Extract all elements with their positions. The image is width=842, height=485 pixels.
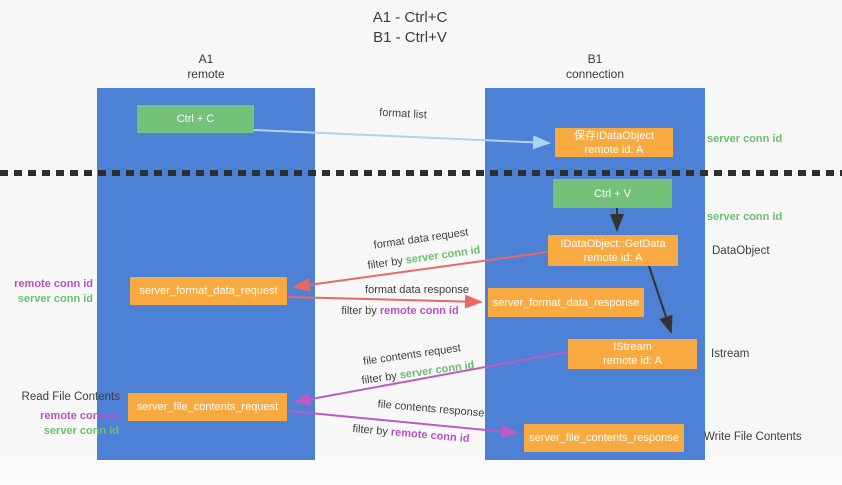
side-label-read-file-contents: Read File Contents <box>21 391 120 403</box>
side-label-dataobject: DataObject <box>712 245 770 257</box>
node-save-idataobject-line1: 保存IDataObject <box>573 129 655 142</box>
label-format-data-response: format data response <box>365 284 469 296</box>
title-line-1: A1 - Ctrl+C <box>372 9 448 26</box>
node-ctrl-c-label: Ctrl + C <box>176 113 215 125</box>
side-label-server-conn-id-b: server conn id <box>43 425 119 437</box>
node-ctrl-v-label: Ctrl + V <box>594 187 631 200</box>
remote-conn-id-text: remote conn id <box>379 305 459 317</box>
side-label-server-conn-id-mid: server conn id <box>707 211 783 223</box>
label-format-list: format list <box>378 106 428 122</box>
lane-a-header: A1 remote <box>97 52 315 82</box>
node-istream-line2: remote id: A <box>603 355 662 367</box>
node-istream: IStream remote id: A <box>568 339 697 369</box>
node-server-file-contents-request: server_file_contents_request <box>128 393 287 421</box>
node-save-idataobject: 保存IDataObject remote id: A <box>555 128 673 157</box>
lane-b-name: B1 <box>587 52 603 66</box>
side-label-server-conn-id-a: server conn id <box>17 293 93 305</box>
format-data-response-arrow <box>287 294 483 309</box>
filter-by-text: filter by <box>341 305 380 317</box>
label-filter-by-remote-conn-id-1: filter by remote conn id <box>341 305 458 317</box>
lane-b-header: B1 connection <box>485 52 705 82</box>
lane-a-role: remote <box>187 67 225 81</box>
machine-divider-dashed-line <box>0 170 842 176</box>
node-istream-line1: IStream <box>613 341 652 353</box>
node-server-format-data-response: server_format_data_response <box>488 288 644 317</box>
node-server-file-contents-response: server_file_contents_response <box>524 424 684 452</box>
diagram-title: A1 - Ctrl+C B1 - Ctrl+V <box>290 8 530 48</box>
format-data-request-arrow <box>292 251 549 292</box>
side-label-conn-ids-format: remote conn id server conn id <box>14 277 93 307</box>
file-contents-request-arrow <box>293 351 568 406</box>
lane-b-role: connection <box>565 67 625 81</box>
node-idataobject-getdata: IDataObject::GetData remote id: A <box>548 235 678 266</box>
node-server-format-data-request: server_format_data_request <box>130 277 287 305</box>
side-label-write-file-contents: Write File Contents <box>704 431 802 443</box>
node-server-file-contents-request-label: server_file_contents_request <box>136 401 279 413</box>
side-label-conn-ids-file: remote conn id server conn id <box>40 409 119 439</box>
node-server-format-data-request-label: server_format_data_request <box>139 285 278 297</box>
node-server-format-data-response-label: server_format_data_response <box>492 296 640 309</box>
side-label-remote-conn-id-a: remote conn id <box>14 278 93 290</box>
file-contents-response-arrow <box>288 410 519 439</box>
getdata-to-istream-arrow <box>648 265 673 334</box>
format-list-arrow <box>253 129 551 150</box>
node-idataobject-getdata-line1: IDataObject::GetData <box>560 237 666 250</box>
lane-a-name: A1 <box>198 52 214 66</box>
side-label-server-conn-id-top: server conn id <box>707 133 783 145</box>
node-ctrl-c: Ctrl + C <box>137 105 254 133</box>
side-label-remote-conn-id-b: remote conn id <box>40 410 119 422</box>
side-label-istream: Istream <box>711 348 750 360</box>
node-ctrl-v: Ctrl + V <box>553 179 672 208</box>
node-idataobject-getdata-line2: remote id: A <box>583 251 643 264</box>
title-line-2: B1 - Ctrl+V <box>373 29 447 46</box>
node-server-file-contents-response-label: server_file_contents_response <box>529 432 679 444</box>
node-save-idataobject-line2: remote id: A <box>584 143 644 156</box>
